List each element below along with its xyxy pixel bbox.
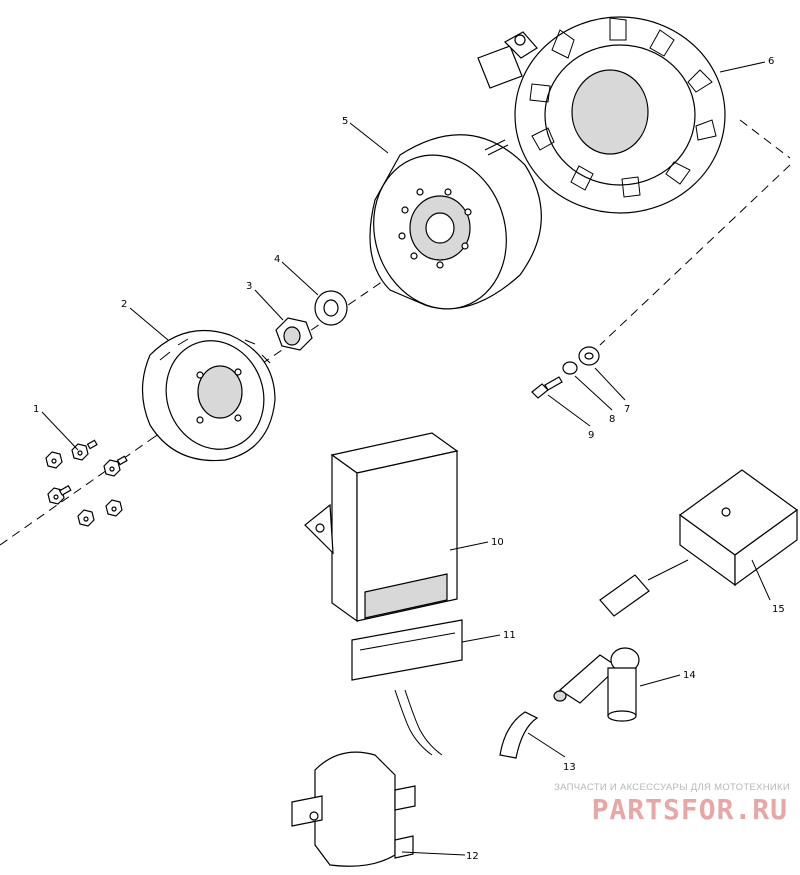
ignition-coil-part <box>291 751 416 867</box>
callout-4: 4 <box>274 254 280 265</box>
callout-10: 10 <box>491 537 504 548</box>
leader-lines <box>41 61 771 856</box>
callout-2: 2 <box>121 299 127 310</box>
callout-3: 3 <box>246 281 252 292</box>
connector-part <box>351 619 463 756</box>
callout-1: 1 <box>33 404 39 415</box>
stator-part <box>477 16 726 214</box>
cdi-module-part <box>304 432 459 623</box>
callout-11: 11 <box>503 630 516 641</box>
regulator-part <box>599 469 799 617</box>
callout-15: 15 <box>772 604 785 615</box>
small-hardware-part <box>531 346 600 399</box>
callout-5: 5 <box>342 116 348 127</box>
watermark-subtitle: ЗАПЧАСТИ И АКСЕССУАРЫ ДЛЯ МОТОТЕХНИКИ <box>554 782 790 793</box>
callout-9: 9 <box>588 430 594 441</box>
washer-part <box>314 290 348 326</box>
nut-part <box>275 317 313 351</box>
callout-14: 14 <box>683 670 696 681</box>
starter-cup-part <box>141 329 276 462</box>
bolts-part <box>45 439 128 527</box>
watermark-brand: PARTSFOR.RU <box>591 793 788 826</box>
plug-wire-part <box>499 711 539 759</box>
flywheel-part <box>369 134 542 310</box>
callout-7: 7 <box>624 404 630 415</box>
callout-8: 8 <box>609 414 615 425</box>
callout-6: 6 <box>768 56 774 67</box>
callout-12: 12 <box>466 851 479 862</box>
callout-13: 13 <box>563 762 576 773</box>
callout-labels: 1 2 3 4 5 6 7 8 9 10 11 12 13 14 15 <box>33 56 785 862</box>
plug-cap-part <box>553 647 640 722</box>
